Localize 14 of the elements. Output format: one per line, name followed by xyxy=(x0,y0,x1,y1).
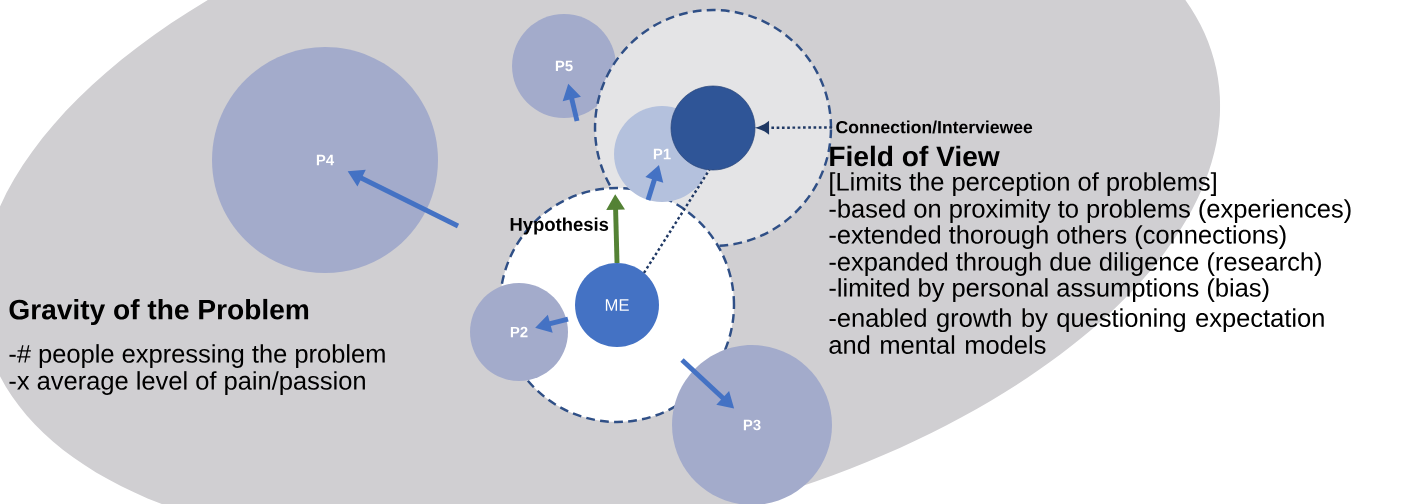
bullet-text: -limited by personal assumptions (bias) xyxy=(829,278,1269,302)
bullet-text: -extended thorough others (connections) xyxy=(829,225,1286,249)
arrow xyxy=(757,122,833,134)
note-text: [Limits the perception of problems] xyxy=(830,172,1216,196)
heading: Gravity of the Problem xyxy=(9,298,309,326)
bullet-text: -x average level of pain/passion xyxy=(9,371,365,395)
bullet-text: -enabled growth by questioning expectation and mental models xyxy=(829,308,1324,354)
connection-circle xyxy=(670,85,756,171)
annotation-label: Connection/Interviewee xyxy=(836,120,1033,134)
edge-label: Hypothesis xyxy=(510,217,609,235)
bullet-text: -expanded through due diligence (research) xyxy=(829,252,1321,276)
bullet-text: -# people expressing the problem xyxy=(9,344,385,368)
bullet-text: -based on proximity to problems (experiences) xyxy=(829,199,1351,223)
heading: Field of View xyxy=(830,145,1000,167)
